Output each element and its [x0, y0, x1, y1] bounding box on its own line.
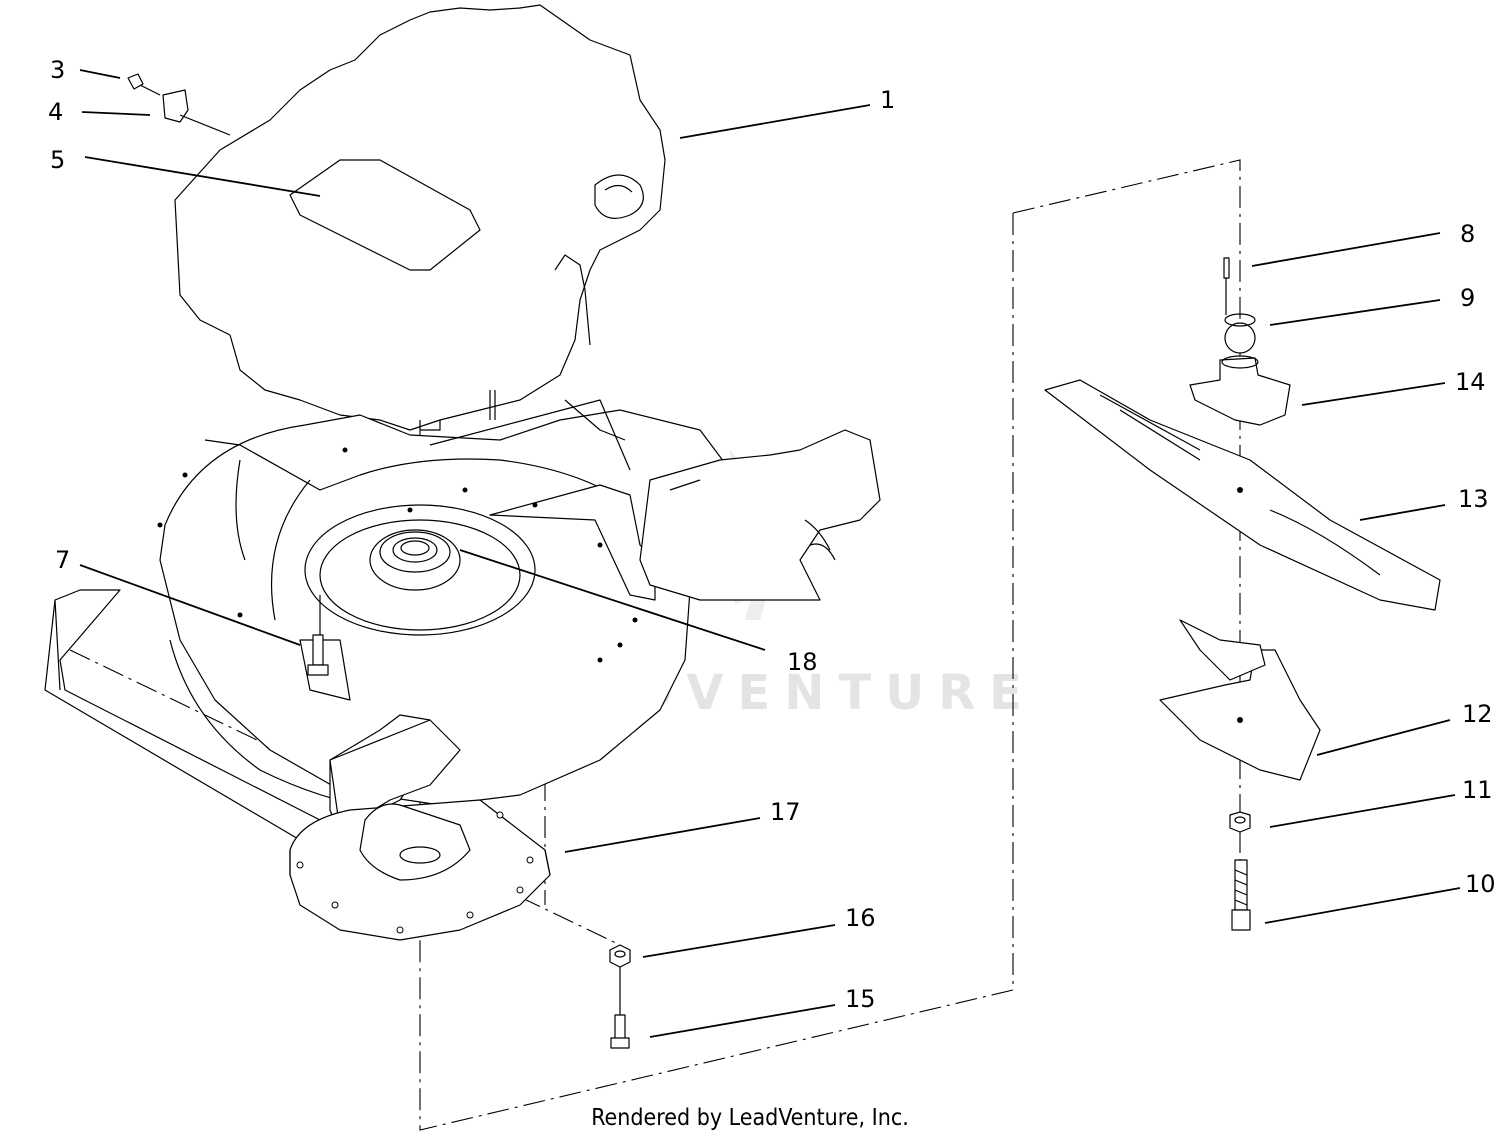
screw-part-3 [127, 73, 161, 96]
callout-5: 5 [50, 146, 65, 174]
rendered-by-footer: Rendered by LeadVenture, Inc. [591, 1105, 909, 1131]
spacer-part-9 [1224, 313, 1256, 354]
callout-12: 12 [1462, 700, 1493, 728]
callout-13: 13 [1458, 485, 1489, 513]
callout-labels: 3 4 5 1 7 8 9 14 13 12 11 10 18 17 16 15 [48, 56, 1496, 1013]
callout-10: 10 [1465, 870, 1496, 898]
pin-part-8 [1223, 257, 1230, 315]
bolt-part-10 [1231, 859, 1251, 931]
callout-4: 4 [48, 98, 63, 126]
engine-part-1 [174, 4, 666, 431]
adapter-part-14 [1189, 355, 1291, 426]
bracket-part-4 [162, 89, 231, 136]
blade-part-12 [1159, 619, 1321, 781]
blade-part-13 [1044, 379, 1441, 611]
callout-16: 16 [845, 904, 876, 932]
mower-deck [44, 399, 881, 851]
washer-part-11 [1229, 811, 1251, 833]
callout-17: 17 [770, 798, 801, 826]
callout-1: 1 [880, 86, 895, 114]
bolt-part-7 [307, 595, 329, 676]
callout-9: 9 [1460, 284, 1475, 312]
locknut-part-16 [609, 944, 631, 968]
callout-8: 8 [1460, 220, 1475, 248]
callout-leader-lines [79, 69, 1461, 1038]
baffle-plate-part-17 [289, 799, 551, 941]
callout-14: 14 [1455, 368, 1486, 396]
callout-3: 3 [50, 56, 65, 84]
bolt-part-15 [610, 967, 630, 1049]
callout-15: 15 [845, 985, 876, 1013]
callout-18: 18 [787, 648, 818, 676]
callout-11: 11 [1462, 776, 1493, 804]
callout-7: 7 [55, 546, 70, 574]
